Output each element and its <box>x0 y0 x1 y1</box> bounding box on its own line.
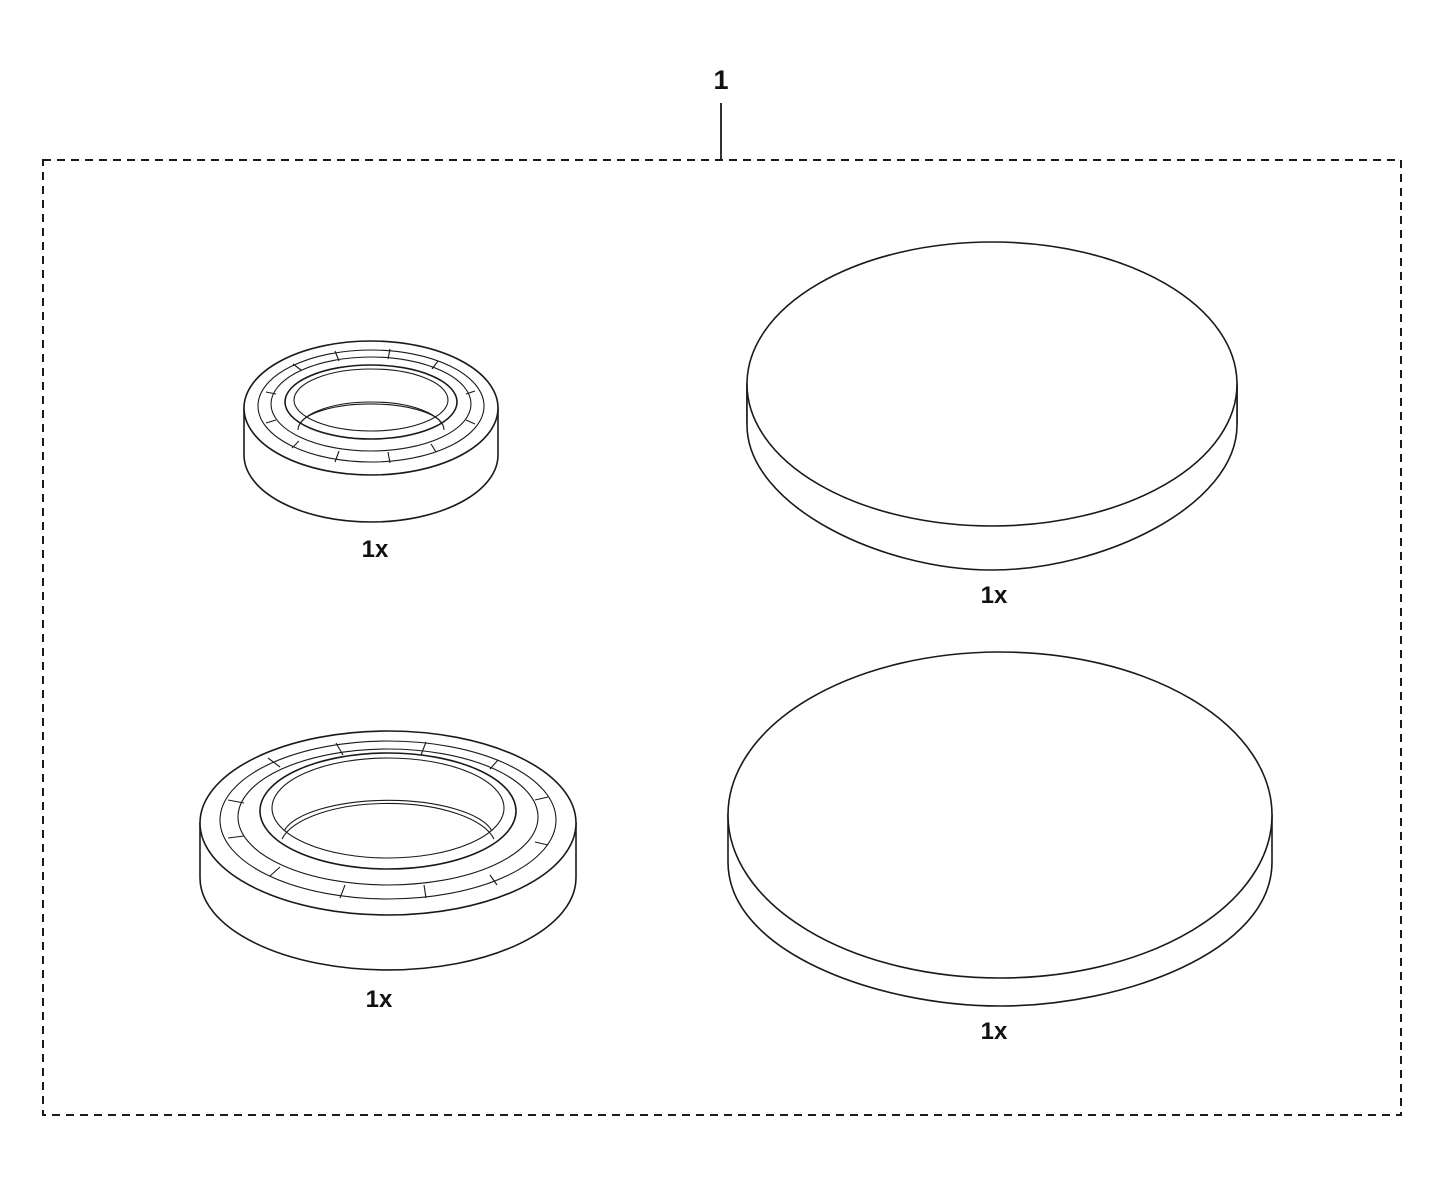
small-oil-seal-quantity: 1x <box>361 536 389 563</box>
top-disc-quantity: 1x <box>980 582 1008 609</box>
kit-frame <box>42 159 1402 1116</box>
bottom-disc-icon <box>727 651 1273 1007</box>
large-oil-seal-quantity: 1x <box>365 986 393 1013</box>
small-oil-seal-icon <box>243 340 499 523</box>
bottom-disc-quantity: 1x <box>980 1018 1008 1045</box>
top-disc-icon <box>746 241 1238 571</box>
large-oil-seal-icon <box>199 730 577 971</box>
callout-number: 1 <box>713 65 729 95</box>
